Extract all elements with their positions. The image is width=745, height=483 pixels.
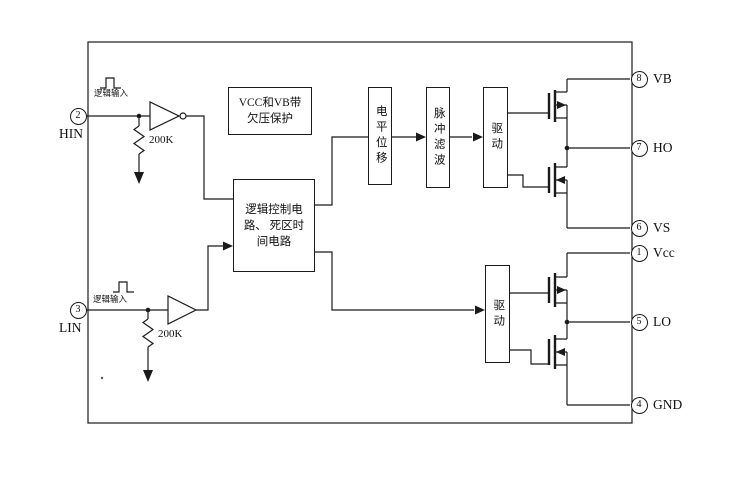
pin-label-vb: VB [653,71,672,86]
pin-number-ho: 7 [636,142,642,153]
resistor-hin [132,125,146,155]
inverter-bubble-icon [179,112,187,120]
pin-circle-vb: 8 [630,70,648,88]
mosfet-low-top [547,273,557,307]
pin-label-lin: LIN [59,320,82,335]
pin-number-vs: 6 [636,222,642,233]
resistor-lin [141,318,155,348]
arrowhead-into-logic [223,241,233,251]
block-logic-control: 逻辑控制电 路、 死区时 间电路 [233,179,315,272]
pin-label-hin: HIN [59,126,83,141]
pin-number-vb: 8 [636,73,642,84]
mosfet-arrow-low-bottom [556,348,565,356]
pin-label-ho: HO [653,140,673,155]
lin-input-net [86,245,226,370]
resistor-value-lin: 200K [158,328,183,340]
pin-circle-gnd: 4 [630,396,648,414]
mosfet-arrow-low-top [557,286,566,294]
pin-circle-ho: 7 [630,139,648,157]
mosfet-arrow-high-bottom [556,176,565,184]
resistor-value-hin: 200K [149,134,174,146]
pin-label-vs: VS [653,220,671,235]
low-side-output-stage [510,252,630,406]
pin-label-vcc: Vcc [653,245,675,260]
buffer-lin [167,295,198,325]
pin-number-gnd: 4 [636,399,642,410]
logic-input-label-lin: 逻辑输入 [93,294,128,304]
block-undervoltage-protection: VCC和VB带 欠压保护 [228,87,312,135]
pin-label-gnd: GND [653,397,683,412]
block-level-shift: 电平位移 [368,87,392,185]
arrowhead-into-pulsefilter [416,132,426,142]
pin-circle-lin: 3 [69,301,87,319]
pin-circle-lo: 5 [630,313,648,331]
mosfet-high-bottom [547,163,557,197]
high-side-output-stage [508,78,630,229]
node-dot-hin [136,113,142,119]
mosfet-low-bottom [547,335,557,369]
block-driver-high: 驱动 [483,87,508,188]
logic-input-label-hin: 逻辑输入 [94,88,129,98]
mosfet-bars [547,90,557,369]
pin-circle-vcc: 1 [630,244,648,262]
pulse-waveform-icon-lin [113,281,134,293]
pulse-waveform-icon-hin [100,77,121,89]
ic-boundary [87,41,633,424]
hin-input-net [86,115,233,200]
node-dot-lin [145,307,151,313]
pin-number-lo: 5 [636,316,642,327]
arrowhead-into-driver-high [473,132,483,142]
node-dot-ho [564,145,570,151]
pin-number-hin: 2 [75,110,81,121]
block-driver-low: 驱动 [485,265,510,363]
stray-dot [100,376,104,380]
pin-number-lin: 3 [75,304,81,315]
ground-symbol-lin [143,370,153,382]
node-dot-lo [564,319,570,325]
block-pulse-filter: 脉冲滤波 [426,87,450,188]
pin-number-vcc: 1 [636,247,642,258]
ground-symbol-hin [134,172,144,184]
inverter-hin [149,101,181,131]
arrowhead-into-driver-low [475,305,485,315]
pin-circle-hin: 2 [69,107,87,125]
logic-output-nets [315,136,474,311]
mosfet-high-top [547,90,557,122]
pin-label-lo: LO [653,314,671,329]
pin-circle-vs: 6 [630,219,648,237]
mosfet-arrow-high-top [557,101,566,109]
